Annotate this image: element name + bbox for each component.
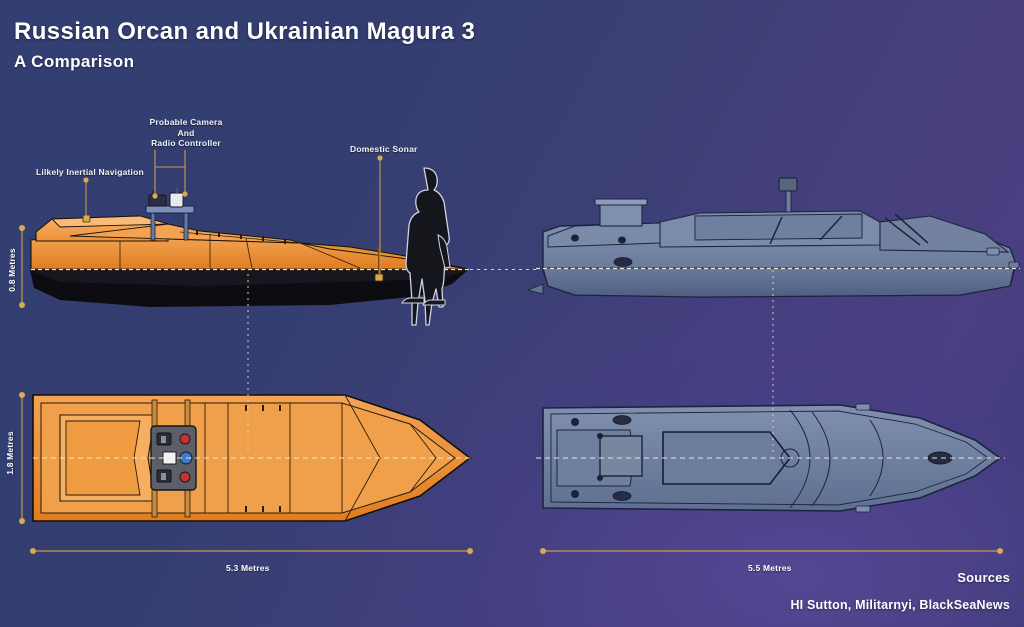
magura-plan-inner-outline: [550, 410, 989, 506]
orcan-sensor-mast: [145, 188, 195, 241]
magura-plan-view: [536, 403, 1005, 513]
magura-side-rails: [769, 213, 929, 246]
magura-plan-hatch: [599, 435, 643, 477]
magura-side-view: [526, 177, 1020, 298]
orcan-plan-equipment-module: [150, 425, 197, 491]
magura-side-canopy: [879, 215, 1010, 253]
orcan-inertial-nav-marker: [82, 214, 91, 223]
orcan-radio-box: [169, 192, 184, 208]
orcan-plan-stern-bay-inner: [65, 420, 141, 496]
orcan-plan-view: [32, 394, 472, 522]
orcan-side-underhull-shade: [30, 270, 468, 286]
magura-side-underhull: [542, 267, 1015, 298]
annotation-inertial-navigation: Lilkely Inertial Navigation: [36, 167, 144, 177]
magura-sensor-mast: [778, 177, 798, 213]
orcan-side-deck-rivets: [196, 230, 286, 244]
annotation-camera-radio-line2: And: [177, 127, 195, 138]
dimension-orcan-beam: [19, 392, 25, 524]
sources-heading: Sources: [957, 570, 1010, 585]
page-subtitle: A Comparison: [14, 52, 135, 71]
dimension-orcan-length-label: 5.3 Metres: [226, 563, 270, 573]
orcan-module-indicator-top: [179, 433, 191, 445]
magura-side-fittings: [526, 234, 1020, 295]
orcan-plan-rivets: [245, 405, 281, 512]
human-silhouette-scale-figure: [401, 167, 451, 326]
annotation-camera-radio-line3: Radio Controller: [151, 138, 221, 148]
magura-side-deckhouse: [594, 198, 648, 227]
annotation-camera-radio-line1: Probable Camera: [149, 117, 223, 127]
magura-camera-head: [778, 177, 798, 192]
magura-plan-fittings: [571, 403, 953, 513]
dimension-magura-length-label: 5.5 Metres: [748, 563, 792, 573]
annotation-camera-radio: Probable Camera And Radio Controller: [141, 117, 231, 149]
sources-credits: HI Sutton, Militarnyi, BlackSeaNews: [790, 598, 1010, 612]
orcan-side-view: [30, 188, 470, 307]
annotation-sonar: Domestic Sonar: [350, 144, 418, 154]
page-title: Russian Orcan and Ukrainian Magura 3: [14, 18, 476, 45]
orcan-sonar-module: [374, 246, 384, 282]
orcan-module-indicator-bottom: [179, 471, 191, 483]
dimension-orcan-length: [30, 548, 473, 554]
dimension-magura-length: [540, 548, 1003, 554]
dimension-orcan-height: [19, 225, 25, 308]
annotation-leaders: [83, 150, 383, 274]
magura-side-casing-panel: [694, 213, 863, 241]
